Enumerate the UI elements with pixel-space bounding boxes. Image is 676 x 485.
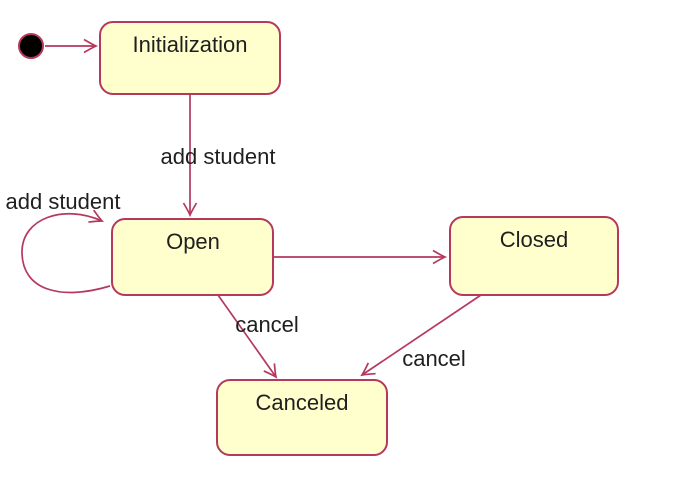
state-label: Canceled bbox=[256, 390, 349, 415]
transition-label: add student bbox=[161, 144, 276, 169]
transition-open-to-canceled[interactable]: cancel bbox=[217, 294, 299, 379]
transition-label: add student bbox=[6, 189, 121, 214]
state-label: Closed bbox=[500, 227, 568, 252]
state-initialization[interactable]: Initialization bbox=[99, 21, 281, 95]
state-canceled[interactable]: Canceled bbox=[216, 379, 388, 456]
transition-initialization-to-open[interactable]: add student bbox=[161, 94, 276, 218]
state-label: Initialization bbox=[133, 32, 248, 57]
transition-label: cancel bbox=[235, 312, 299, 337]
transition-open-self-loop[interactable]: add student bbox=[6, 189, 121, 294]
state-closed[interactable]: Closed bbox=[449, 216, 619, 296]
initial-state-node[interactable] bbox=[18, 33, 44, 59]
filled-circle-icon bbox=[18, 33, 44, 59]
transition-label: cancel bbox=[402, 346, 466, 371]
state-open[interactable]: Open bbox=[111, 218, 274, 296]
transition-closed-to-canceled[interactable]: cancel bbox=[360, 294, 482, 377]
state-label: Open bbox=[166, 229, 220, 254]
